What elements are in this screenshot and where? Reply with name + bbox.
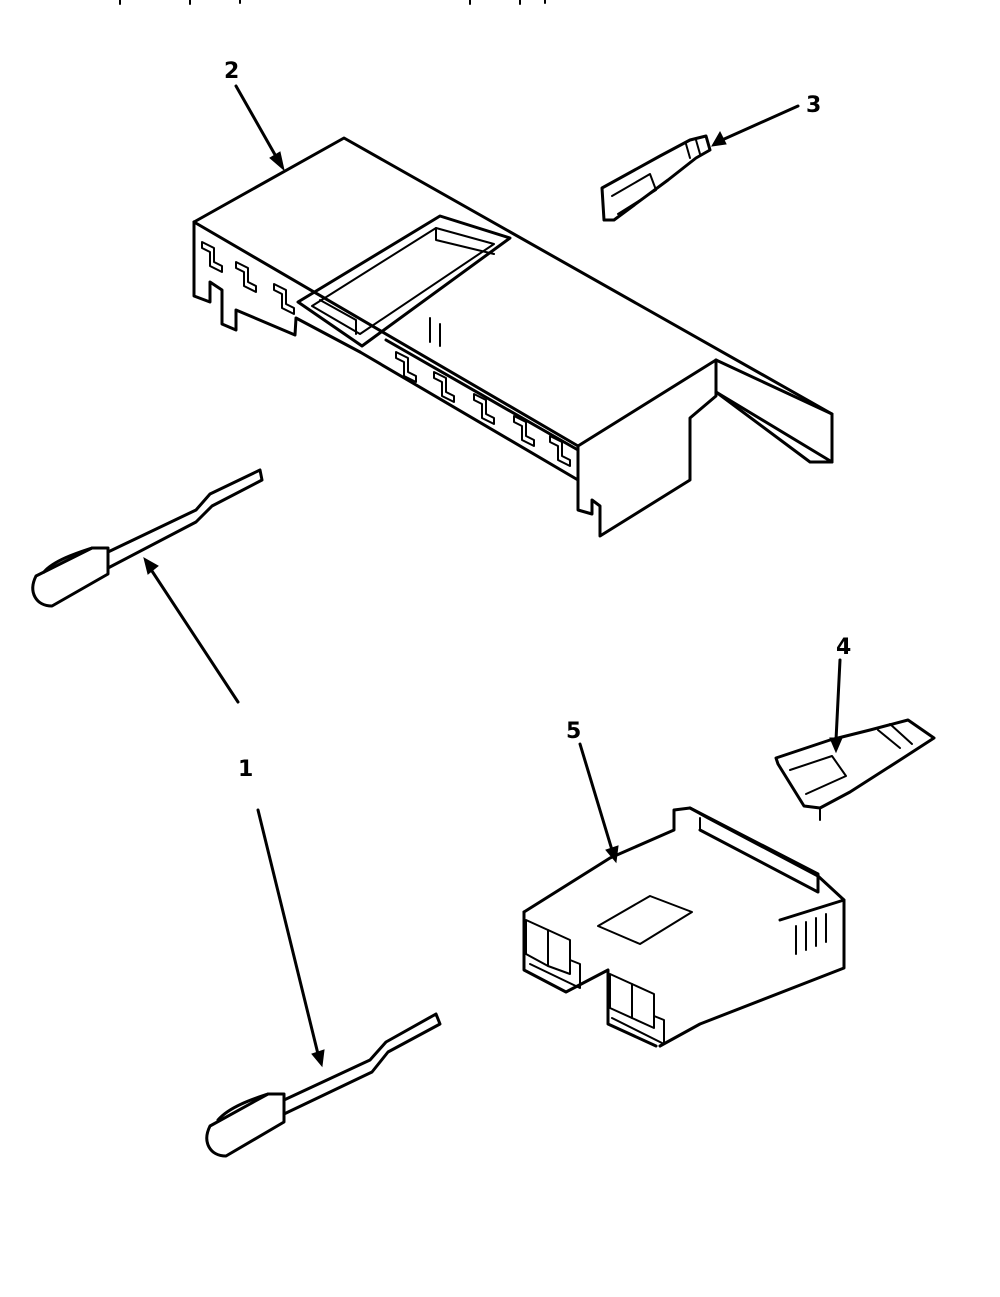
wire-lead-lower: [205, 1012, 442, 1158]
leader-line-4: [829, 658, 843, 754]
connector-housing: [522, 806, 846, 1048]
callout-1: 1: [238, 757, 253, 782]
leader-line-2: [234, 84, 285, 172]
leader-line-3: [711, 104, 800, 147]
terminal-block-housing: [192, 136, 834, 538]
callout-5: 5: [566, 719, 581, 744]
slot-row-right: [395, 351, 571, 467]
callout-4: 4: [836, 635, 851, 660]
callout-2: 2: [224, 59, 239, 84]
leader-line-1-lower: [256, 808, 325, 1068]
slot-row-left: [201, 241, 295, 315]
top-edge-fragment: [119, 0, 546, 5]
wire-lead-upper: [31, 468, 264, 608]
leader-line-1-upper: [143, 556, 240, 704]
callout-3: 3: [806, 93, 821, 118]
terminal-clip-4: [774, 718, 936, 821]
leader-line-5: [578, 742, 619, 864]
terminal-clip-3: [600, 134, 712, 222]
